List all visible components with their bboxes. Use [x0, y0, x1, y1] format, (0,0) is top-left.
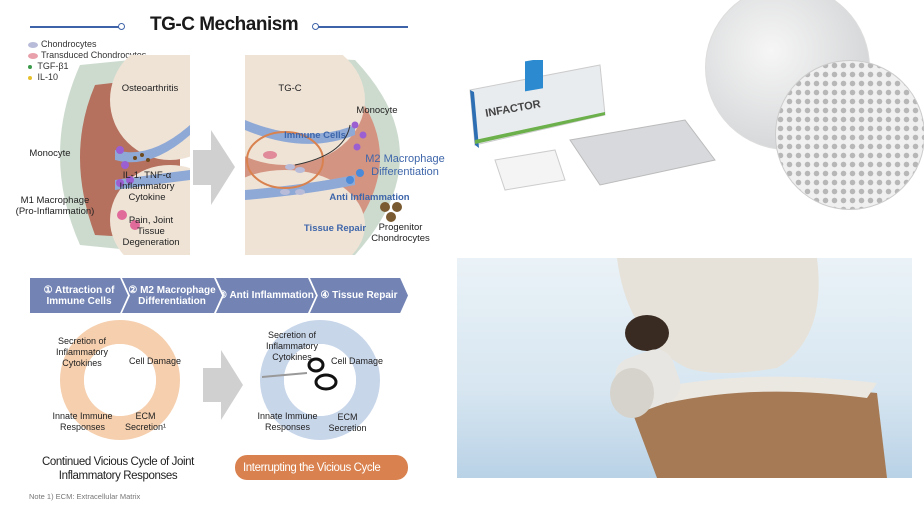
immune-cells-label: Immune Cells: [284, 130, 346, 141]
legend-transduced: Transduced Chondrocytes: [28, 50, 146, 61]
step-tissue-repair: ④ Tissue Repair: [310, 278, 408, 313]
title-line-right: [318, 26, 408, 28]
footnote: Note 1) ECM: Extracellular Matrix: [29, 492, 141, 501]
m1-macrophage-label: M1 Macrophage(Pro-Inflammation): [10, 195, 100, 217]
monocyte-label-right: Monocyte: [356, 105, 398, 116]
left-cycle-caption: Continued Vicious Cycle of Joint Inflamm…: [42, 456, 194, 482]
legend-tgf: TGF-β1: [28, 61, 146, 72]
osteoarthritis-joint-illustration: [60, 55, 190, 255]
legend-label: Chondrocytes: [41, 39, 97, 49]
cytokine-label: IL-1, TNF-α Inflammatory Cytokine: [119, 170, 175, 203]
scissors-icon: [262, 357, 338, 391]
mesh-closeup-image: [775, 60, 924, 210]
interrupted-cycle-arrows-icon: [260, 320, 380, 440]
osteoarthritis-label: Osteoarthritis: [121, 83, 179, 94]
tgc-label: TG-C: [278, 83, 302, 94]
vicious-cycle-arrows-icon: [60, 320, 180, 440]
transition-arrow-icon: [193, 130, 235, 205]
legend-label: IL-10: [37, 72, 59, 82]
right-cycle-innate: Innate Immune Responses: [257, 411, 318, 432]
title-line-left: [30, 26, 120, 28]
interrupting-cycle-badge: Interrupting the Vicious Cycle: [235, 455, 408, 480]
legend-label: Transduced Chondrocytes: [41, 50, 147, 60]
transition-arrow-icon: [203, 350, 243, 420]
progenitor-label: Progenitor Chondrocytes: [371, 222, 430, 244]
right-cycle-ecm: ECM Secretion: [328, 412, 367, 433]
left-cycle-cell-damage: Cell Damage: [128, 356, 182, 366]
legend-label: TGF-β1: [37, 61, 69, 71]
left-cycle-ecm: ECM Secretion¹: [124, 411, 167, 432]
right-cycle-cytokines: Secretion of Inflammatory Cytokines: [265, 330, 318, 362]
legend-il10: IL-10: [28, 72, 146, 83]
pain-label: Pain, Joint Tissue Degeneration: [122, 215, 180, 248]
right-cycle-cell-damage: Cell Damage: [330, 356, 384, 366]
left-cycle-cytokines: Secretion of Inflammatory Cytokines: [55, 336, 108, 368]
knee-illustration: [610, 258, 887, 478]
step-anti-inflammation: ③ Anti Inflammation: [216, 278, 316, 313]
step-m2-differentiation: ② M2 Macrophage Differentiation: [122, 278, 222, 313]
legend-chondrocytes: Chondrocytes: [28, 39, 146, 50]
tgc-joint-illustration: [245, 55, 402, 255]
anti-inflammation-label: Anti Inflammation: [329, 192, 410, 203]
legend: Chondrocytes Transduced Chondrocytes TGF…: [28, 39, 146, 83]
tissue-repair-label: Tissue Repair: [303, 223, 367, 234]
step-attraction: ① Attraction of Immune Cells: [30, 278, 128, 313]
product-package-image: [469, 60, 716, 191]
m1-sub: (Pro-Inflammation): [15, 206, 95, 217]
monocyte-label-left: Monocyte: [29, 148, 71, 159]
m2-macrophage-label: M2 Macrophage Differentiation: [365, 153, 445, 178]
left-cycle-innate: Innate Immune Responses: [52, 411, 113, 432]
m1-title: M1 Macrophage: [20, 195, 90, 206]
knee-implant-image: [457, 258, 912, 478]
title-dot-left: [118, 23, 125, 30]
page-title: TG-C Mechanism: [150, 14, 299, 35]
badge-text: Interrupting the Vicious Cycle: [243, 461, 381, 474]
